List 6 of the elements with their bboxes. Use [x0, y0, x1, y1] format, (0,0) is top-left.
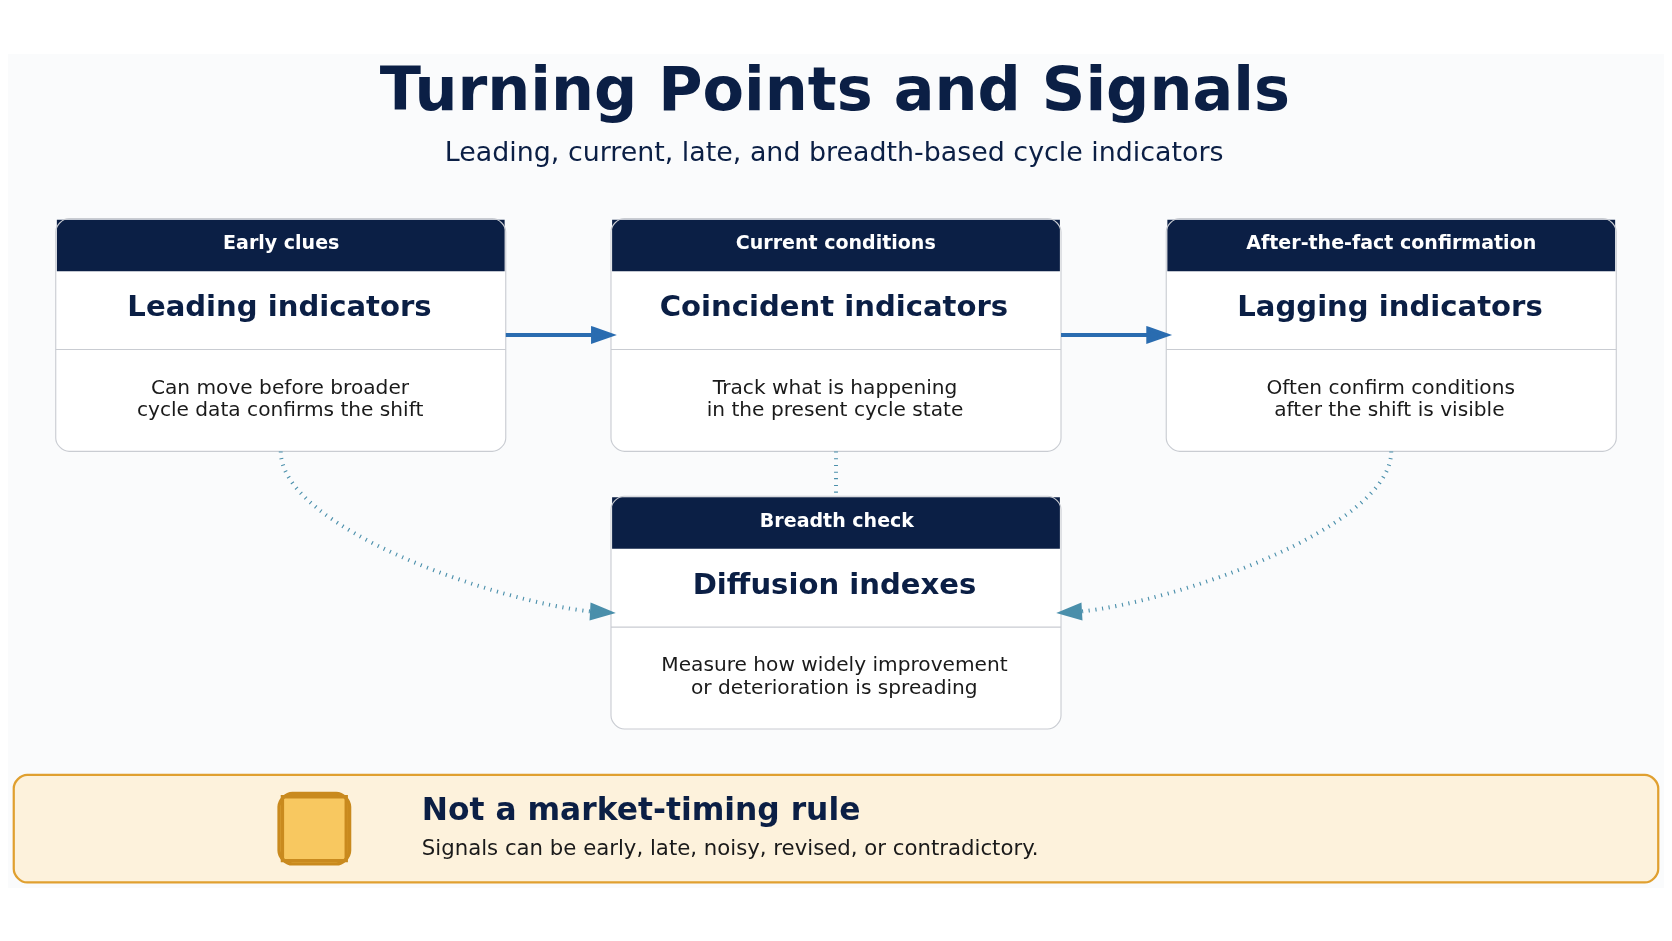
arrow	[1056, 450, 1394, 620]
arrow	[1061, 325, 1173, 344]
diagram-title: Turning Points and Signals	[379, 53, 1290, 124]
arrow	[505, 325, 617, 344]
label: Leading, current, late, and breadth-based cycle indicators	[444, 135, 1224, 167]
arrow	[278, 450, 616, 620]
